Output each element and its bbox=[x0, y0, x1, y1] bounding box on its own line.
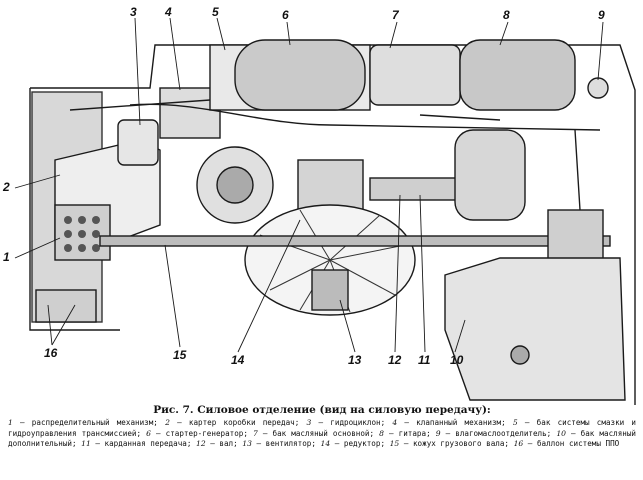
callout-6: 6 bbox=[282, 8, 289, 22]
legend-item: 9 — влагомаслоотделитель; bbox=[435, 428, 557, 438]
callout-7: 7 bbox=[392, 8, 399, 22]
additional-oil-tank bbox=[444, 257, 626, 401]
callout-3: 3 bbox=[130, 5, 137, 19]
ppo-cylinder bbox=[35, 289, 97, 323]
technical-drawing: 1 2 3 4 5 6 7 8 9 10 11 12 13 14 15 16 bbox=[3, 5, 636, 405]
callout-8: 8 bbox=[503, 8, 510, 22]
legend-item: 15 — кожух грузового вала; bbox=[389, 439, 514, 448]
legend-item: 6 — стартер-генератор; bbox=[146, 428, 253, 438]
starter-generator bbox=[234, 39, 366, 111]
figure-caption: Рис. 7. Силовое отделение (вид на силову… bbox=[8, 404, 636, 450]
callout-11: 11 bbox=[418, 353, 431, 367]
callout-13: 13 bbox=[348, 353, 362, 367]
leader-lines bbox=[14, 17, 604, 353]
hydrocyclone bbox=[117, 119, 159, 166]
legend-item: 10 — бак масляный дополнительный; bbox=[8, 428, 637, 449]
cardan-shaft bbox=[99, 235, 611, 247]
callout-12: 12 bbox=[388, 353, 402, 367]
legend-item: 3 — гидроциклон; bbox=[306, 418, 393, 427]
callout-10: 10 bbox=[450, 353, 464, 367]
legend-item: 7 — бак масляный основной; bbox=[253, 428, 380, 438]
callout-4: 4 bbox=[165, 5, 172, 19]
callout-16: 16 bbox=[44, 346, 58, 360]
callout-2: 2 bbox=[3, 180, 10, 194]
callout-5: 5 bbox=[212, 5, 219, 19]
legend-item: 16 — баллон системы ППО bbox=[513, 439, 620, 448]
legend-item: 14 — редуктор; bbox=[320, 439, 390, 448]
callout-15: 15 bbox=[173, 348, 187, 362]
caption-legend: 1 — распределительный механизм; 2 — карт… bbox=[8, 418, 636, 450]
legend-item: 4 — клапанный механизм; bbox=[392, 418, 513, 427]
gear-case bbox=[459, 39, 576, 111]
callout-14: 14 bbox=[231, 353, 245, 367]
legend-item: 5 — бак системы смазки и гидроуправления… bbox=[8, 418, 636, 438]
callout-9: 9 bbox=[598, 8, 605, 22]
callout-1: 1 bbox=[3, 250, 10, 264]
legend-item: 2 — картер коробки передач; bbox=[165, 418, 307, 427]
pipe-1 bbox=[129, 103, 601, 131]
legend-item: 13 — вентилятор; bbox=[242, 439, 321, 448]
engine-compartment-drawing bbox=[14, 17, 636, 405]
oil-separator bbox=[587, 77, 609, 99]
main-oil-tank bbox=[369, 44, 461, 106]
right-unit bbox=[454, 129, 526, 221]
shaft bbox=[369, 177, 461, 201]
legend-item: 1 — распределительный механизм; bbox=[8, 418, 166, 427]
caption-title: Рис. 7. Силовое отделение (вид на силову… bbox=[153, 404, 491, 416]
legend-item: 12 — вал; bbox=[195, 439, 243, 448]
legend-item: 8 — гитара; bbox=[379, 428, 436, 438]
legend-item: 11 — карданная передача; bbox=[81, 439, 196, 448]
